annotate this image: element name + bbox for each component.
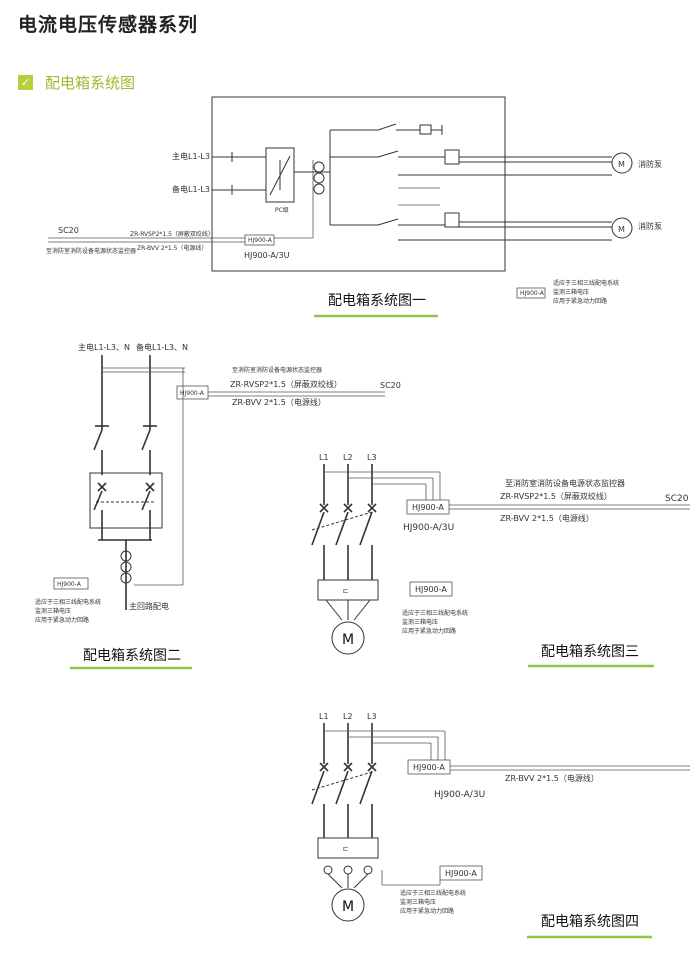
d2-main-loop: 主回路配电	[129, 601, 169, 611]
d3-phase-l1: L1	[319, 453, 329, 462]
d2-sc20: SC20	[380, 381, 401, 390]
d4-phase-l2: L2	[343, 712, 353, 721]
d4-motor-label: M	[342, 899, 354, 915]
svg-text:ㄷ: ㄷ	[342, 587, 349, 596]
d3-motor-label: M	[342, 632, 354, 648]
d1-pc-label: PC级	[275, 206, 289, 214]
d1-motor-2-label: M	[618, 225, 625, 234]
section-heading: ✓ 配电箱系统图	[18, 72, 135, 92]
d1-sensor-top	[444, 149, 460, 165]
d1-note-2: 监测三箱电压	[553, 288, 589, 296]
d1-ct-1	[313, 161, 325, 173]
d2-main-supply: 主电L1-L3、N	[78, 342, 130, 352]
d1-pump-1: 消防泵	[638, 159, 662, 169]
d2-note-box	[53, 577, 89, 590]
d1-note-1: 适应于三相三线配电系统	[553, 279, 619, 287]
d4-cable2: ZR-BVV 2*1.5（电源线）	[505, 773, 599, 783]
d2-to-monitor: 至消防室消防设备电源状态监控器	[232, 366, 322, 374]
diagram-3: L1 L2 L3 HJ900-A HJ900-A/3U 至消防室消防设备电源状态…	[311, 453, 690, 668]
d3-note-2: 监测三箱电压	[402, 618, 438, 626]
d3-cable1: ZR-RVSP2*1.5（屏蔽双绞线）	[500, 491, 612, 501]
diagram-2: 主电L1-L3、N 备电L1-L3、N HJ900-A 至消防室消防设备电源状态…	[35, 342, 401, 670]
d1-sensor-box	[244, 234, 275, 246]
d2-note-3: 应用于紧急动力回路	[35, 616, 89, 624]
d4-note-2: 监测三箱电压	[400, 898, 436, 906]
d2-caption: 配电箱系统图二	[83, 648, 181, 664]
d1-cable1: ZR-RVSP2*1.5（屏蔽双绞线）	[130, 230, 214, 238]
d4-note-box-label: HJ900-A	[445, 869, 477, 878]
d3-cable2: ZR-BVV 2*1.5（电源线）	[500, 513, 594, 523]
d1-motor-2	[611, 217, 633, 239]
d4-motor	[331, 888, 365, 922]
d2-backup-supply: 备电L1-L3、N	[136, 342, 188, 352]
d1-pump-2: 消防泵	[638, 221, 662, 231]
d1-motor-1-label: M	[618, 160, 625, 169]
d3-phase-l3: L3	[367, 453, 377, 462]
d3-note-3: 应用于紧急动力回路	[402, 627, 456, 635]
d4-sensor: HJ900-A	[413, 763, 445, 772]
d2-note-box-label: HJ900-A	[57, 581, 82, 588]
diagram-1: 主电L1-L3 备电L1-L3 PC级	[46, 96, 662, 318]
d3-model: HJ900-A/3U	[403, 523, 454, 533]
d4-phase-l3: L3	[367, 712, 377, 721]
d1-cable2: ZR-BVV 2*1.5（电源线）	[137, 244, 207, 252]
d3-note-box-label: HJ900-A	[415, 585, 447, 594]
d3-note-1: 适应于三相三线配电系统	[402, 609, 468, 617]
d1-note-box	[516, 287, 546, 299]
d1-sc20: SC20	[58, 226, 79, 235]
d3-note-box	[409, 581, 453, 597]
d1-sensor: HJ900-A	[248, 237, 273, 244]
d4-sensor-box	[407, 759, 451, 775]
d1-main-supply: 主电L1-L3	[172, 151, 210, 161]
d1-ct-2	[313, 172, 325, 184]
d3-sensor: HJ900-A	[412, 503, 444, 512]
d1-pc-switch	[265, 147, 295, 203]
d1-to-monitor: 至消防室消防设备电源状态监控器	[46, 247, 136, 255]
page-title: 电流电压传感器系列	[18, 14, 199, 36]
d4-phase-l1: L1	[319, 712, 329, 721]
d4-note-box	[439, 865, 483, 881]
d1-ct-3	[313, 183, 325, 195]
d2-note-2: 监测三箱电压	[35, 607, 71, 615]
d3-motor	[331, 621, 365, 655]
d3-sensor-box	[406, 499, 450, 515]
d1-motor-1	[611, 152, 633, 174]
d2-note-1: 适应于三相三线配电系统	[35, 598, 101, 606]
d2-cable1: ZR-RVSP2*1.5（屏蔽双绞线）	[230, 379, 342, 389]
d1-caption: 配电箱系统图一	[328, 293, 426, 309]
d1-backup-supply: 备电L1-L3	[172, 184, 210, 194]
d1-sensor-bottom	[444, 212, 460, 228]
d1-cabinet-frame	[211, 96, 506, 272]
d3-to-monitor: 至消防室消防设备电源状态监控器	[505, 478, 625, 488]
d4-model: HJ900-A/3U	[434, 790, 485, 800]
d4-note-3: 应用于紧急动力回路	[400, 907, 454, 915]
d3-phase-l2: L2	[343, 453, 353, 462]
svg-text:ㄷ: ㄷ	[342, 845, 349, 854]
d4-note-1: 适应于三相三线配电系统	[400, 889, 466, 897]
d1-note-box-label: HJ900-A	[520, 290, 545, 297]
d4-caption: 配电箱系统图四	[541, 914, 639, 930]
section-title: 配电箱系统图	[45, 73, 136, 92]
d3-sc20: SC20	[665, 494, 689, 504]
d3-caption: 配电箱系统图三	[541, 644, 639, 660]
d4-contactor	[317, 837, 379, 859]
diagram-4: L1 L2 L3 HJ900-A HJ900-A/3U ZR-BVV 2*1.5…	[311, 712, 690, 939]
d2-sensor: HJ900-A	[180, 390, 205, 397]
d2-sensor-box	[176, 385, 209, 400]
check-icon: ✓	[18, 74, 33, 90]
d2-ats-box	[89, 472, 163, 529]
d2-cable2: ZR-BVV 2*1.5（电源线）	[232, 397, 326, 407]
d1-note-3: 应用于紧急动力回路	[553, 297, 607, 305]
d1-model: HJ900-A/3U	[244, 251, 290, 260]
